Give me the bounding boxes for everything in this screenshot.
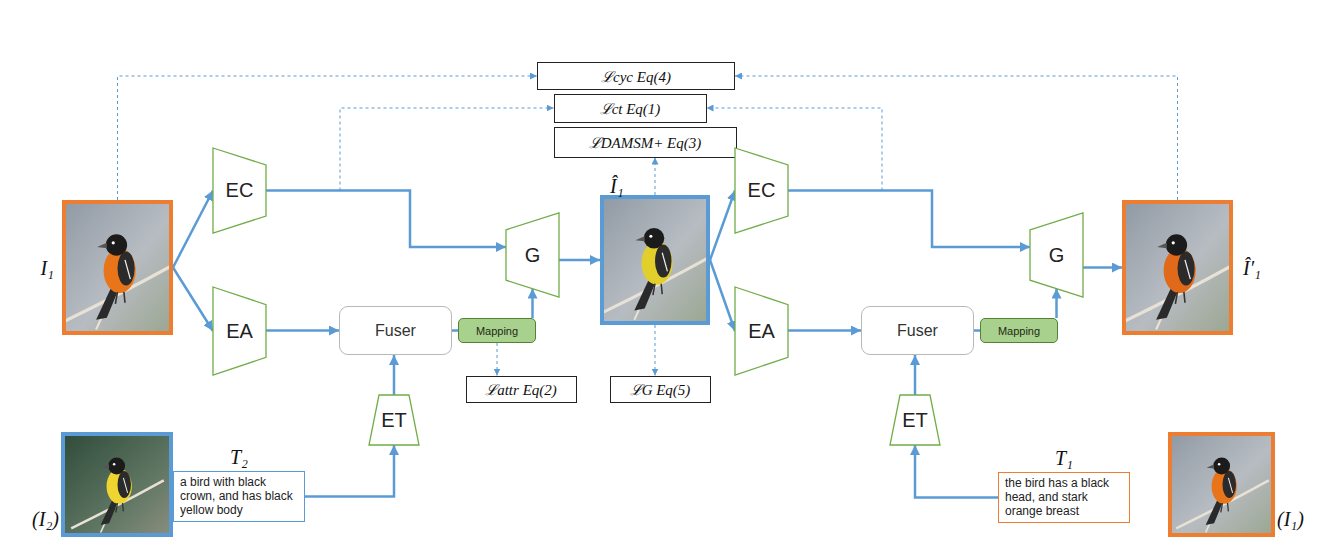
trapezoid-outline — [735, 148, 788, 233]
oriole-photo — [1176, 458, 1269, 533]
image-frame: Î′₁ — [1122, 200, 1233, 335]
block-label: G — [525, 244, 541, 267]
block-label: G — [1049, 244, 1065, 267]
encoder-block: EC — [735, 148, 788, 233]
loss-label: ℒct Eq(1) — [600, 98, 661, 118]
flow-arrow — [1055, 289, 1058, 318]
block-label: Fuser — [897, 322, 938, 340]
loss-link — [655, 158, 656, 196]
image-frame: (I₁) — [1168, 432, 1275, 537]
trapezoid-outline — [369, 395, 419, 445]
block-label: EA — [226, 320, 253, 343]
encoder-block: EA — [213, 287, 266, 375]
oriole-photo — [59, 234, 177, 329]
image-label: (I₁) — [1277, 508, 1304, 531]
image-frame: (I₂) — [61, 432, 173, 537]
loss-label: ℒattr Eq(2) — [485, 379, 557, 399]
flow-arrow — [788, 329, 861, 332]
caption-name: T₁ — [999, 447, 1129, 470]
encoder-block: EA — [735, 287, 788, 375]
text-encoder-block: ET — [369, 395, 419, 445]
trapezoid-outline — [213, 148, 266, 233]
loss-box: ℒattr Eq(2) — [466, 376, 577, 403]
reconstructed-photo — [1119, 234, 1237, 329]
flow-arrow — [915, 445, 998, 498]
image-frame: Î₁ — [600, 195, 710, 325]
caption-box: T₂a bird with black crown, and has black… — [173, 471, 305, 522]
photo-ground — [61, 432, 173, 537]
generated-photo — [598, 228, 712, 320]
loss-box: ℒG Eq(5) — [610, 376, 711, 403]
loss-label: ℒcyc Eq(4) — [601, 66, 671, 86]
loss-link — [735, 76, 1178, 200]
block-label: ET — [902, 409, 928, 432]
generator-block: G — [1030, 213, 1083, 297]
mapping-box: Mapping — [980, 318, 1058, 343]
block-label: Mapping — [998, 325, 1040, 337]
caption-box: T₁the bird has a black head, and stark o… — [998, 472, 1130, 523]
trapezoid-outline — [890, 395, 940, 445]
photo-ground — [1168, 432, 1275, 537]
block-label: EC — [748, 179, 776, 202]
loss-link — [118, 76, 538, 200]
flow-arrow — [266, 191, 506, 248]
flow-arrow — [393, 355, 396, 395]
image-label: Î₁ — [610, 175, 624, 198]
block-label: EA — [748, 320, 775, 343]
loss-label: ℒDAMSM+ Eq(3) — [589, 132, 702, 152]
flow-arrow — [710, 260, 735, 331]
generator-block: G — [506, 213, 559, 297]
image-label: I₁ — [40, 256, 54, 279]
text-encoder-block: ET — [890, 395, 940, 445]
caption-name: T₂ — [174, 446, 304, 469]
flow-arrow — [788, 191, 1030, 248]
flow-arrow — [710, 191, 735, 261]
block-label: ET — [381, 409, 407, 432]
loss-link — [497, 343, 498, 376]
flow-arrow — [266, 329, 339, 332]
trapezoid-outline — [213, 287, 266, 375]
mapping-box: Mapping — [458, 318, 536, 343]
block-label: EC — [226, 179, 254, 202]
trapezoid-outline — [1030, 213, 1083, 297]
image-frame: I₁ — [62, 200, 173, 335]
block-label: Mapping — [476, 325, 518, 337]
image-label: Î′₁ — [1243, 256, 1261, 279]
warbler-photo — [71, 458, 164, 533]
flow-arrow — [173, 268, 213, 332]
flow-arrow — [531, 289, 534, 318]
caption-text: a bird with black crown, and has black y… — [174, 472, 304, 520]
loss-box: ℒDAMSM+ Eq(3) — [554, 127, 737, 158]
trapezoid-outline — [506, 213, 559, 297]
flow-arrow — [305, 445, 394, 497]
flow-arrow — [559, 259, 600, 262]
fuser-box: Fuser — [861, 306, 974, 355]
trapezoid-outline — [735, 287, 788, 375]
loss-link — [655, 325, 656, 376]
caption-text: the bird has a black head, and stark ora… — [999, 473, 1129, 521]
block-label: Fuser — [375, 322, 416, 340]
loss-box: ℒcyc Eq(4) — [537, 62, 735, 90]
flow-arrow — [173, 191, 213, 268]
flow-arrow — [914, 355, 917, 395]
loss-link — [340, 108, 554, 191]
fuser-box: Fuser — [339, 306, 452, 355]
flow-arrow — [1083, 266, 1122, 269]
image-label: (I₂) — [32, 508, 59, 531]
loss-box: ℒct Eq(1) — [554, 94, 707, 123]
encoder-block: EC — [213, 148, 266, 233]
loss-label: ℒG Eq(5) — [630, 379, 691, 399]
